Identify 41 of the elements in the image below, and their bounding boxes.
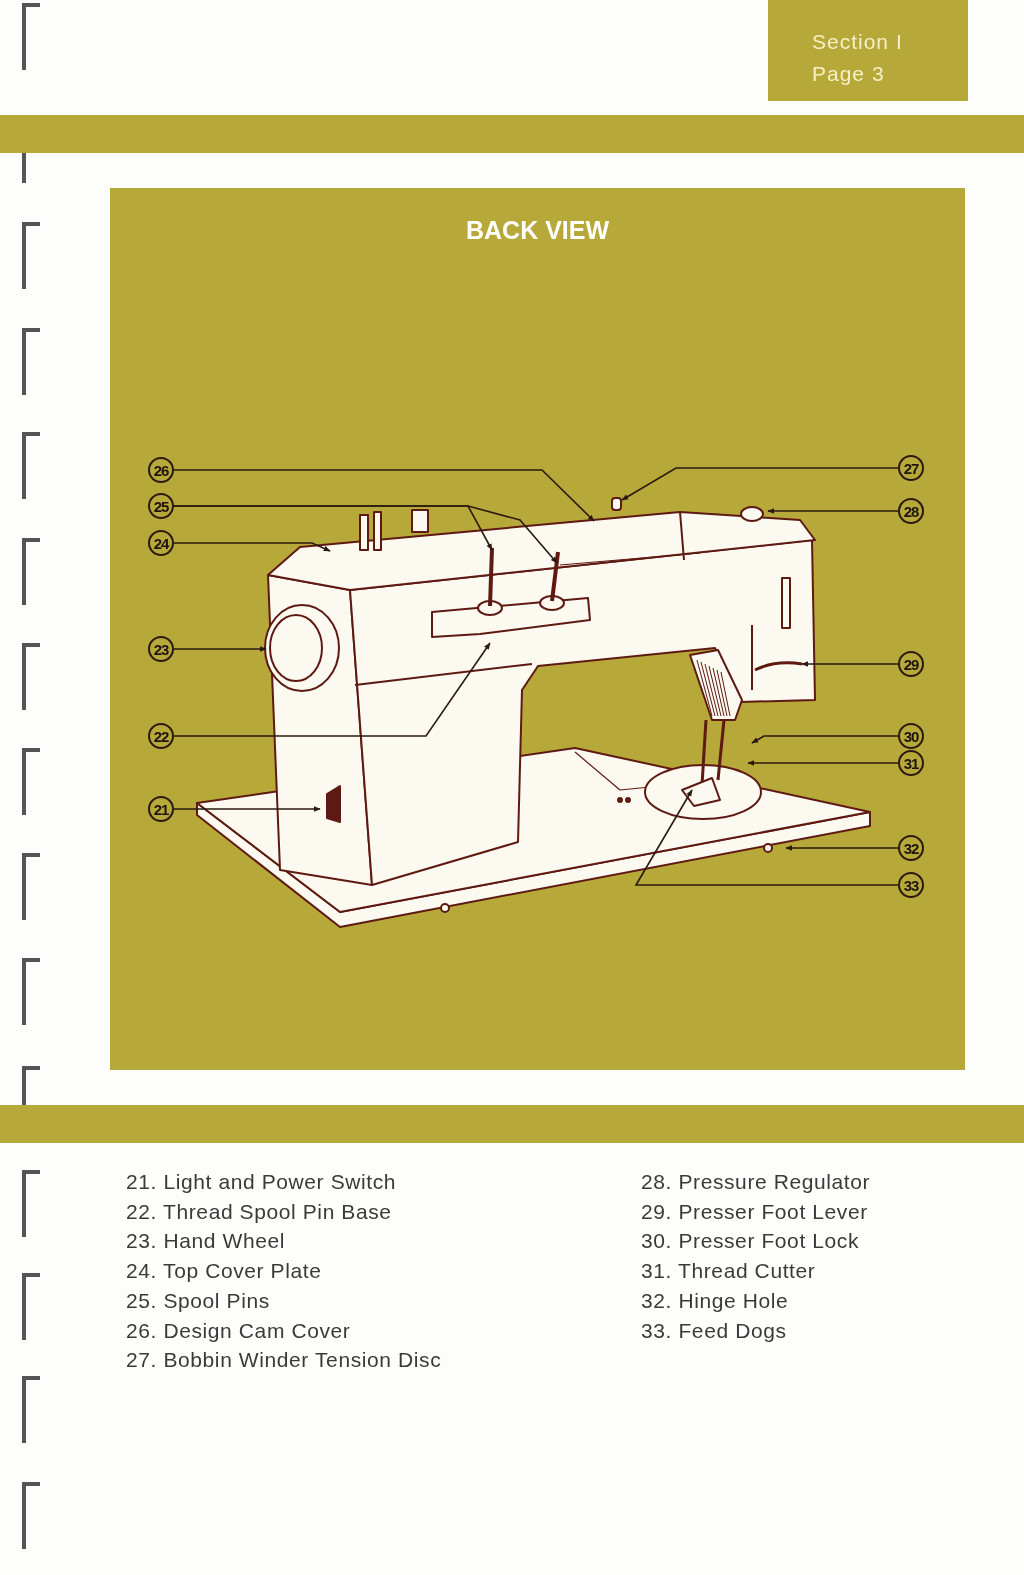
leader-line [747, 760, 899, 766]
leader-line [173, 542, 331, 552]
callout-number: 23 [148, 636, 174, 662]
part-list-item: 21. Light and Power Switch [126, 1170, 397, 1194]
part-list-item: 31. Thread Cutter [641, 1259, 816, 1284]
leader-line [173, 505, 558, 564]
part-list-item: 32. Hinge Hole [641, 1288, 789, 1313]
diagram-title: BACK VIEW [464, 216, 611, 245]
leader-line [173, 646, 267, 652]
callout-number: 21 [148, 796, 174, 822]
part-list-item: 24. Top Cover Plate [126, 1259, 322, 1284]
part-list-item: 33. Feed Dogs [641, 1318, 787, 1343]
callout-number: 27 [898, 455, 924, 481]
callout-number: 30 [898, 723, 924, 749]
leader-line [751, 735, 899, 744]
part-list-item: 25. Spool Pins [126, 1288, 270, 1313]
part-list-item: 26. Design Cam Cover [126, 1318, 351, 1343]
callout-number: 33 [898, 872, 924, 898]
leader-line [801, 661, 899, 667]
callout-number: 32 [898, 835, 924, 861]
callout-number: 31 [898, 750, 924, 776]
leader-line [785, 845, 899, 851]
leader-line [634, 789, 899, 886]
callout-number: 22 [148, 723, 174, 749]
leader-line [173, 642, 491, 737]
callout-number: 25 [148, 493, 174, 519]
callout-number: 28 [898, 498, 924, 524]
callout-number: 29 [898, 651, 924, 677]
part-list-item: 27. Bobbin Winder Tension Disc [126, 1348, 442, 1373]
callout-number: 24 [148, 530, 174, 556]
leader-line [621, 467, 899, 501]
section-label: Section I [812, 30, 903, 54]
part-list-item: 22. Thread Spool Pin Base [126, 1199, 392, 1224]
callout-number: 26 [148, 457, 174, 483]
part-list-item: 29. Presser Foot Lever [641, 1199, 868, 1224]
part-list-item: 23. Hand Wheel [126, 1229, 285, 1254]
part-list-item: 30. Presser Foot Lock [641, 1229, 860, 1254]
leader-line [767, 508, 899, 514]
part-list-item: 28. Pressure Regulator [641, 1170, 871, 1194]
leader-line [173, 469, 595, 522]
page-label: Page 3 [812, 62, 885, 86]
